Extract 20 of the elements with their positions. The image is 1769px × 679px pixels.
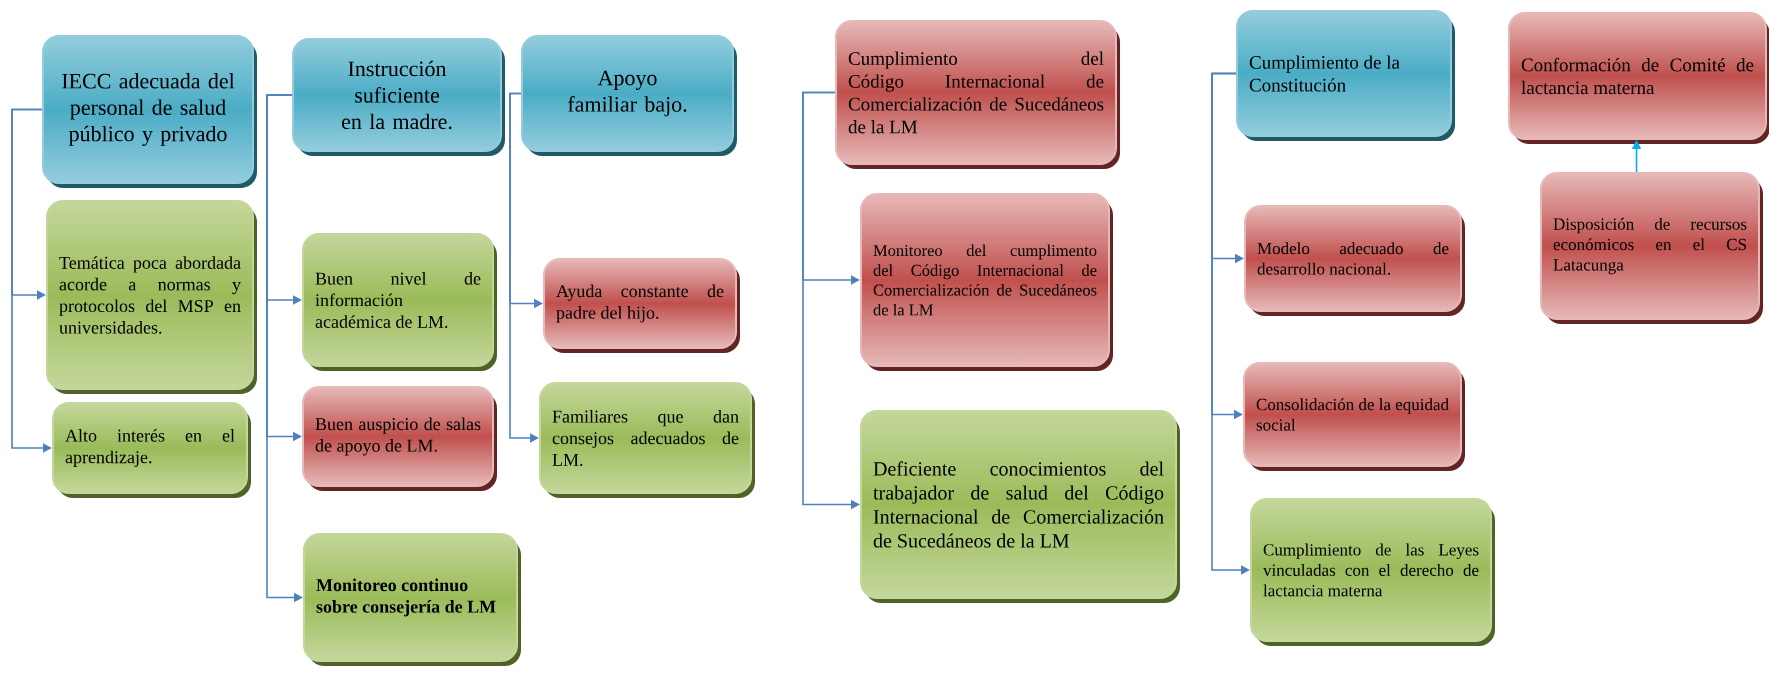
process-box: Instrucción suficiente en la madre. [292,38,505,156]
process-box: Consolidación de la equidad social [1243,362,1465,471]
process-box: Conformación de Comité de lactancia materna [1508,12,1769,144]
process-box: Temática poca abordada acorde a normas y protocolos del MSP en universidades. [46,200,257,394]
process-box: Familiares que dan consejos adecuados de LM. [539,382,755,498]
process-box: Ayuda constante de padre del hijo. [543,258,740,353]
process-box: Cumplimiento de la Constitución [1236,10,1455,141]
process-box: Modelo adecuado de desarrollo nacional. [1244,205,1465,316]
process-box: IECC adecuada del personal de salud público y privado [42,35,257,188]
process-box: Alto interés en el aprendizaje. [52,402,251,498]
process-box: Deficiente conocimientos del trabajador de salud del Código Internacional de Comercialización de Sucedáneos de la LM [860,410,1180,603]
process-box: Buen nivel de información académica de LM. [302,233,497,371]
process-box: Buen auspicio de salas de apoyo de LM. [302,386,497,491]
process-box: Disposición de recursos económicos en el CS Latacunga [1540,172,1763,324]
arrow [11,108,52,453]
process-box: Monitoreo del cumplimento del Código Internacional de Comercialización de Sucedáneos de la LM [860,193,1113,371]
process-box: Apoyo familiar bajo. [521,35,737,156]
process-box: Monitoreo continuo sobre consejería de LM [303,533,521,666]
process-box: Cumplimiento de las Leyes vinculadas con el derecho de lactancia materna [1250,498,1495,646]
process-box: Cumplimiento del Código Internacional de Comercialización de Sucedáneos de la LM [835,20,1120,169]
